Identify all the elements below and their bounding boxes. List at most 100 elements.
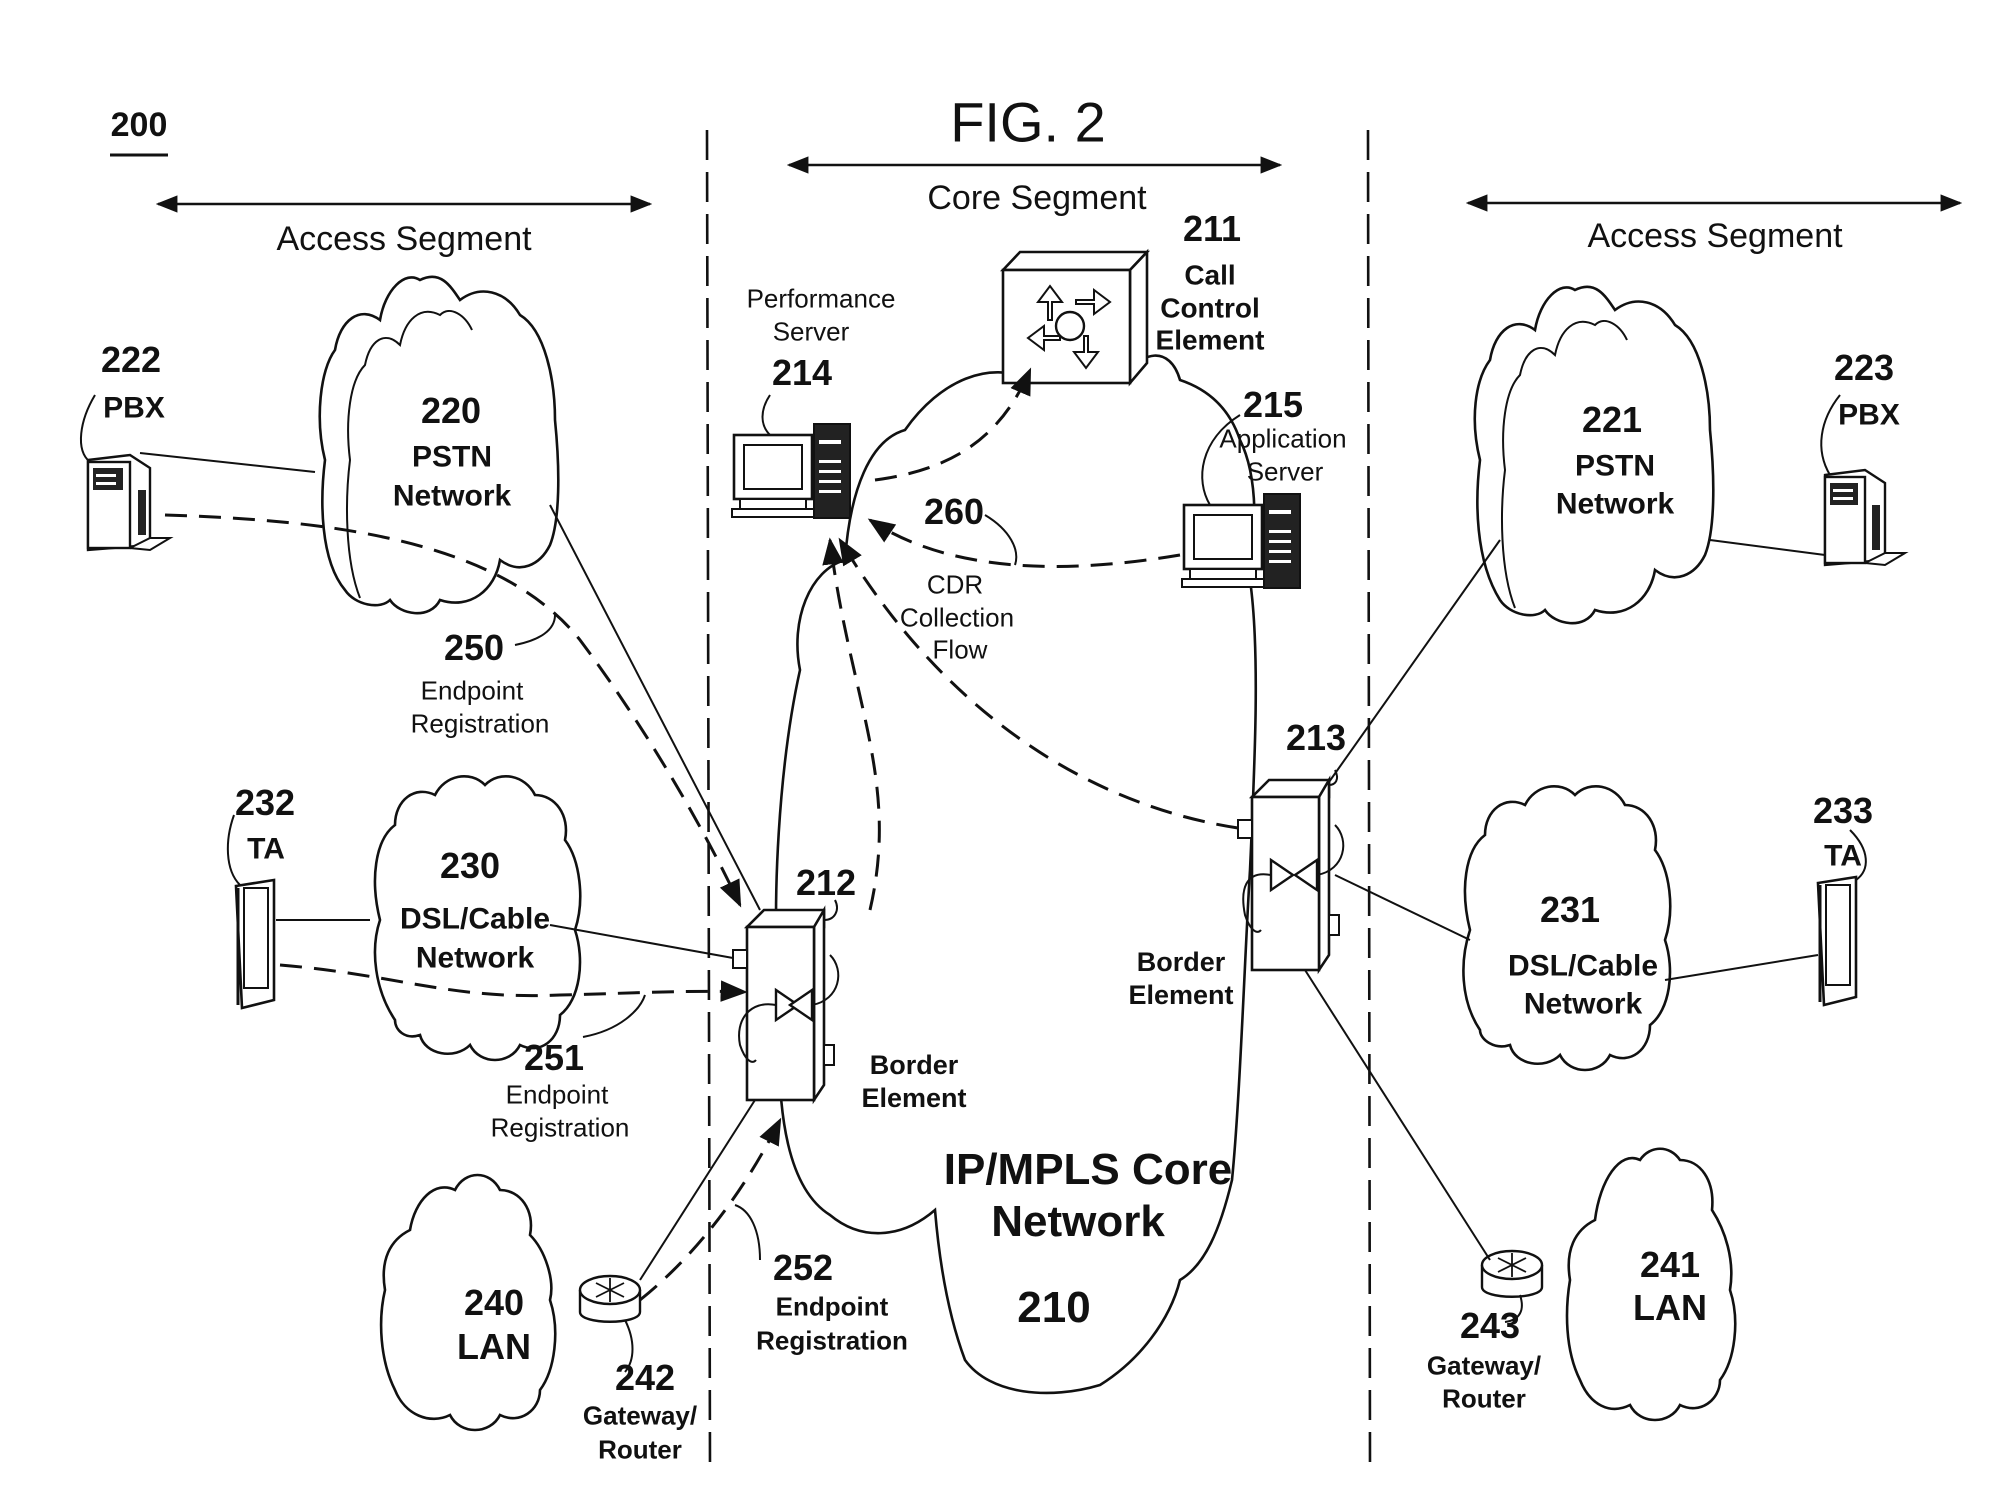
call-control-name-line1: Call <box>1184 259 1236 291</box>
call-control-name-line2: Control <box>1160 292 1260 324</box>
lan-left-name: LAN <box>457 1326 531 1368</box>
pbx-right-name: PBX <box>1838 398 1900 432</box>
router-left-icon <box>578 1274 642 1323</box>
pstn-left-ref: 220 <box>420 390 482 432</box>
leader-214 <box>761 394 771 436</box>
flow-260-line2: Collection <box>899 602 1015 633</box>
link-pstn-right-border-213 <box>1328 539 1501 783</box>
lan-left-ref: 240 <box>463 1282 525 1324</box>
border-element-left-name-line2: Element <box>861 1082 967 1113</box>
pstn-right-name-line2: Network <box>1555 487 1675 521</box>
leader-251 <box>582 994 646 1038</box>
leader-250 <box>514 614 556 646</box>
link-pstn-left-border-212 <box>549 504 761 911</box>
flow-252-endpoint-registration <box>639 1117 782 1302</box>
figure-number: 200 <box>110 106 168 145</box>
router-left-name-line1: Gateway/ <box>582 1400 698 1431</box>
application-server-name-line2: Server <box>1246 456 1324 487</box>
flow-260-line1: CDR <box>926 569 984 600</box>
border-element-left-icon <box>732 905 840 1105</box>
right-access-segment-label: Access Segment <box>1587 217 1843 256</box>
call-control-name-line3: Element <box>1155 324 1265 356</box>
left-access-segment-label: Access Segment <box>276 220 532 259</box>
leader-260 <box>984 514 1018 566</box>
lan-right-ref: 241 <box>1639 1244 1701 1286</box>
dsl-left-ref: 230 <box>439 845 501 887</box>
leader-223 <box>1820 394 1841 476</box>
ta-right-name: TA <box>1824 839 1862 873</box>
pstn-left-cloud <box>318 275 560 615</box>
ta-right-icon <box>1816 875 1858 1007</box>
dsl-right-ref: 231 <box>1539 889 1601 931</box>
leader-233 <box>1849 829 1867 881</box>
flow-252-line1: Endpoint <box>775 1291 889 1322</box>
core-network-name-line1: IP/MPLS Core <box>943 1144 1233 1194</box>
core-network-name-line2: Network <box>991 1196 1165 1246</box>
pstn-right-name-line1: PSTN <box>1574 449 1656 483</box>
dsl-left-cloud <box>373 775 582 1062</box>
right-segment-boundary <box>1366 129 1372 1471</box>
performance-server-ref: 214 <box>771 352 833 394</box>
ta-left-ref: 232 <box>234 782 296 824</box>
flow-252-line2: Registration <box>756 1325 908 1356</box>
link-pbx-left-pstn <box>139 452 316 473</box>
flow-250-endpoint-registration <box>164 513 742 908</box>
dsl-left-name-line1: DSL/Cable <box>399 902 551 936</box>
pstn-right-ref: 221 <box>1581 399 1643 441</box>
leader-252 <box>734 1204 761 1261</box>
application-server-ref: 215 <box>1242 384 1304 426</box>
left-segment-boundary <box>705 129 712 1471</box>
link-dsl-left-border-212 <box>549 924 734 959</box>
router-left-name-line2: Router <box>598 1434 682 1465</box>
link-router-left-border-212 <box>639 1099 756 1281</box>
flow-260-cdr-from-border-212 <box>822 537 881 911</box>
performance-server-name-line2: Server <box>772 316 850 347</box>
call-control-element-icon <box>999 248 1151 387</box>
leader-243 <box>1504 1294 1523 1323</box>
flow-260-cdr-from-border-213 <box>838 537 1239 830</box>
leader-232 <box>226 814 241 886</box>
ta-right-ref: 233 <box>1812 790 1874 832</box>
pstn-left-name-line1: PSTN <box>411 440 493 474</box>
flow-260-line3: Flow <box>932 634 988 665</box>
border-element-right-name-line1: Border <box>1136 946 1226 977</box>
lan-left-cloud <box>379 1173 557 1432</box>
ta-left-name: TA <box>247 832 285 866</box>
router-right-name-line1: Gateway/ <box>1426 1350 1542 1381</box>
pbx-right-icon <box>1823 468 1909 567</box>
leader-213 <box>1328 769 1339 786</box>
pbx-left-name: PBX <box>103 391 165 425</box>
core-network-cloud <box>774 354 1258 1395</box>
border-element-right-ref: 213 <box>1285 717 1347 759</box>
pstn-left-cloud-inner <box>346 310 473 599</box>
border-element-right-icon <box>1237 775 1345 975</box>
application-server-name-line1: Application <box>1219 423 1347 454</box>
border-element-left-ref: 212 <box>795 862 857 904</box>
link-dsl-right-ta <box>1664 954 1819 981</box>
border-element-right-name-line2: Element <box>1128 979 1234 1010</box>
leader-215 <box>1201 414 1241 506</box>
core-network-ref: 210 <box>1017 1282 1091 1332</box>
pbx-left-ref: 222 <box>100 339 162 381</box>
flow-260-cdr-from-app-server <box>867 518 1181 568</box>
flow-251-line2: Registration <box>490 1112 630 1143</box>
router-right-icon <box>1480 1249 1544 1298</box>
dsl-left-name-line2: Network <box>415 941 535 975</box>
leader-212 <box>823 899 838 921</box>
flow-250-line1: Endpoint <box>420 675 524 706</box>
pstn-left-name-line2: Network <box>392 479 512 513</box>
lan-right-cloud <box>1565 1147 1737 1422</box>
flow-260-ref: 260 <box>923 491 985 533</box>
flow-250-ref: 250 <box>443 627 505 669</box>
flow-252-ref: 252 <box>772 1247 834 1289</box>
flow-251-line1: Endpoint <box>505 1079 609 1110</box>
border-element-left-name-line1: Border <box>869 1049 959 1080</box>
leader-242 <box>624 1319 634 1373</box>
leader-222 <box>79 394 96 463</box>
dsl-right-name-line1: DSL/Cable <box>1507 949 1659 983</box>
dsl-right-cloud <box>1462 785 1672 1072</box>
pbx-left-icon <box>86 453 174 552</box>
performance-server-name-line1: Performance <box>746 283 896 314</box>
router-left-ref: 242 <box>614 1357 676 1399</box>
